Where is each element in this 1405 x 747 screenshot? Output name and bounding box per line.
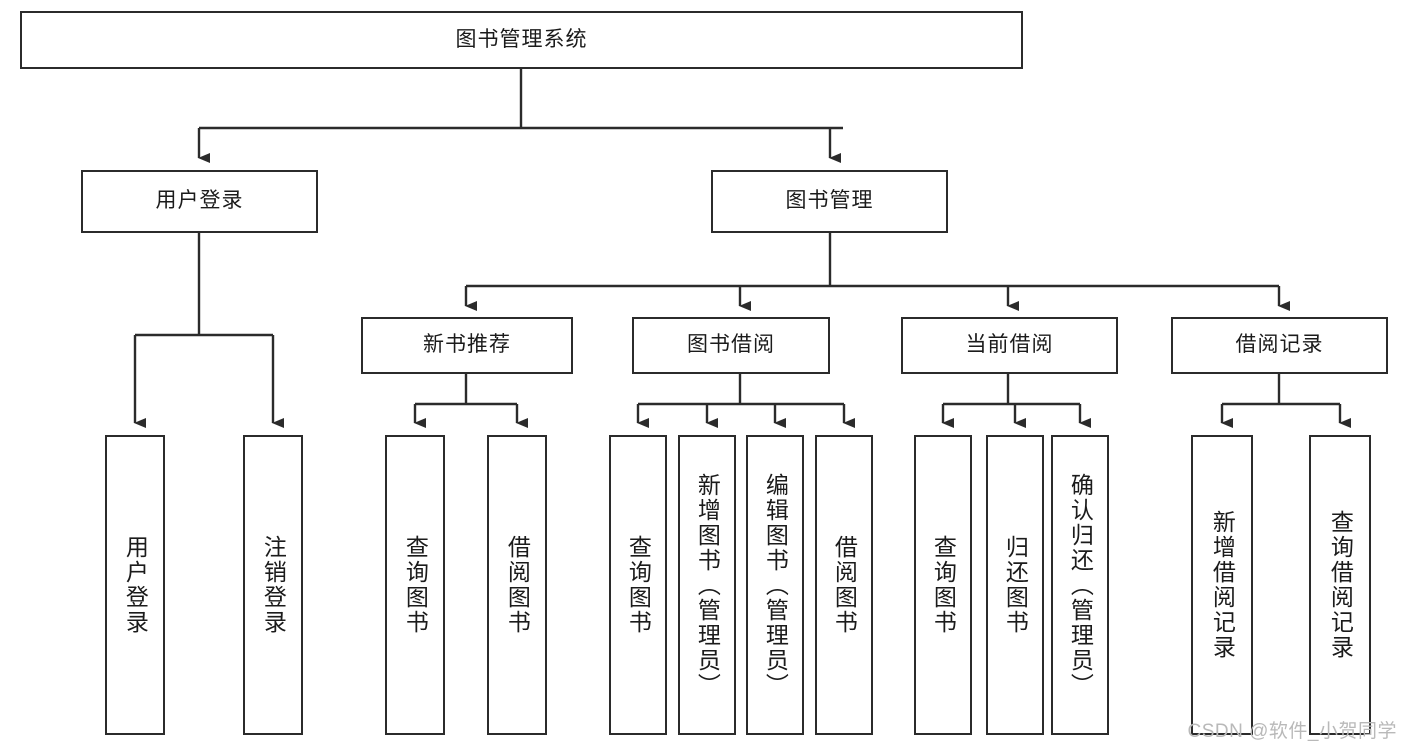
node-borrow-record[interactable]: 借阅记录 xyxy=(1171,317,1388,374)
node-user-login-label: 用户登录 xyxy=(155,189,244,213)
leaf-borrow-book-nbr[interactable]: 借阅图书 xyxy=(487,435,547,735)
leaf-query-book-nbr[interactable]: 查询图书 xyxy=(385,435,445,735)
node-new-book-recommend[interactable]: 新书推荐 xyxy=(361,317,573,374)
watermark: CSDN @软件_小贺同学 xyxy=(1187,721,1397,742)
leaf-return-book-label: 归还图书 xyxy=(1002,535,1029,635)
node-user-login[interactable]: 用户登录 xyxy=(81,170,318,233)
leaf-borrow-book-bb-label: 借阅图书 xyxy=(831,535,858,635)
leaf-confirm-return-admin[interactable]: 确认归还（管理员） xyxy=(1051,435,1109,735)
leaf-borrow-book-nbr-label: 借阅图书 xyxy=(504,535,531,635)
node-new-book-recommend-label: 新书推荐 xyxy=(423,333,511,357)
node-book-borrow[interactable]: 图书借阅 xyxy=(632,317,830,374)
leaf-query-book-cb[interactable]: 查询图书 xyxy=(914,435,972,735)
leaf-add-borrow-record-label: 新增借阅记录 xyxy=(1209,510,1236,660)
leaf-user-login[interactable]: 用户登录 xyxy=(105,435,165,735)
leaf-query-book-cb-label: 查询图书 xyxy=(930,535,957,635)
leaf-query-borrow-record-label: 查询借阅记录 xyxy=(1327,510,1354,660)
leaf-user-login-label: 用户登录 xyxy=(122,535,149,635)
leaf-query-book-bb-label: 查询图书 xyxy=(625,535,652,635)
node-book-management[interactable]: 图书管理 xyxy=(711,170,948,233)
leaf-borrow-book-bb[interactable]: 借阅图书 xyxy=(815,435,873,735)
node-borrow-record-label: 借阅记录 xyxy=(1235,333,1324,357)
node-current-borrow-label: 当前借阅 xyxy=(965,333,1054,357)
leaf-logout[interactable]: 注销登录 xyxy=(243,435,303,735)
leaf-query-book-bb[interactable]: 查询图书 xyxy=(609,435,667,735)
leaf-edit-book-admin-label: 编辑图书（管理员） xyxy=(762,472,789,698)
leaf-return-book[interactable]: 归还图书 xyxy=(986,435,1044,735)
leaf-query-borrow-record[interactable]: 查询借阅记录 xyxy=(1309,435,1371,735)
node-current-borrow[interactable]: 当前借阅 xyxy=(901,317,1118,374)
leaf-query-book-nbr-label: 查询图书 xyxy=(402,535,429,635)
node-root[interactable]: 图书管理系统 xyxy=(20,11,1023,69)
leaf-add-book-admin[interactable]: 新增图书（管理员） xyxy=(678,435,736,735)
leaf-logout-label: 注销登录 xyxy=(260,535,287,635)
node-book-management-label: 图书管理 xyxy=(785,189,874,213)
leaf-add-book-admin-label: 新增图书（管理员） xyxy=(694,472,721,698)
leaf-edit-book-admin[interactable]: 编辑图书（管理员） xyxy=(746,435,804,735)
leaf-add-borrow-record[interactable]: 新增借阅记录 xyxy=(1191,435,1253,735)
node-book-borrow-label: 图书借阅 xyxy=(687,333,775,357)
leaf-confirm-return-admin-label: 确认归还（管理员） xyxy=(1067,472,1094,698)
node-root-label: 图书管理系统 xyxy=(455,27,588,51)
